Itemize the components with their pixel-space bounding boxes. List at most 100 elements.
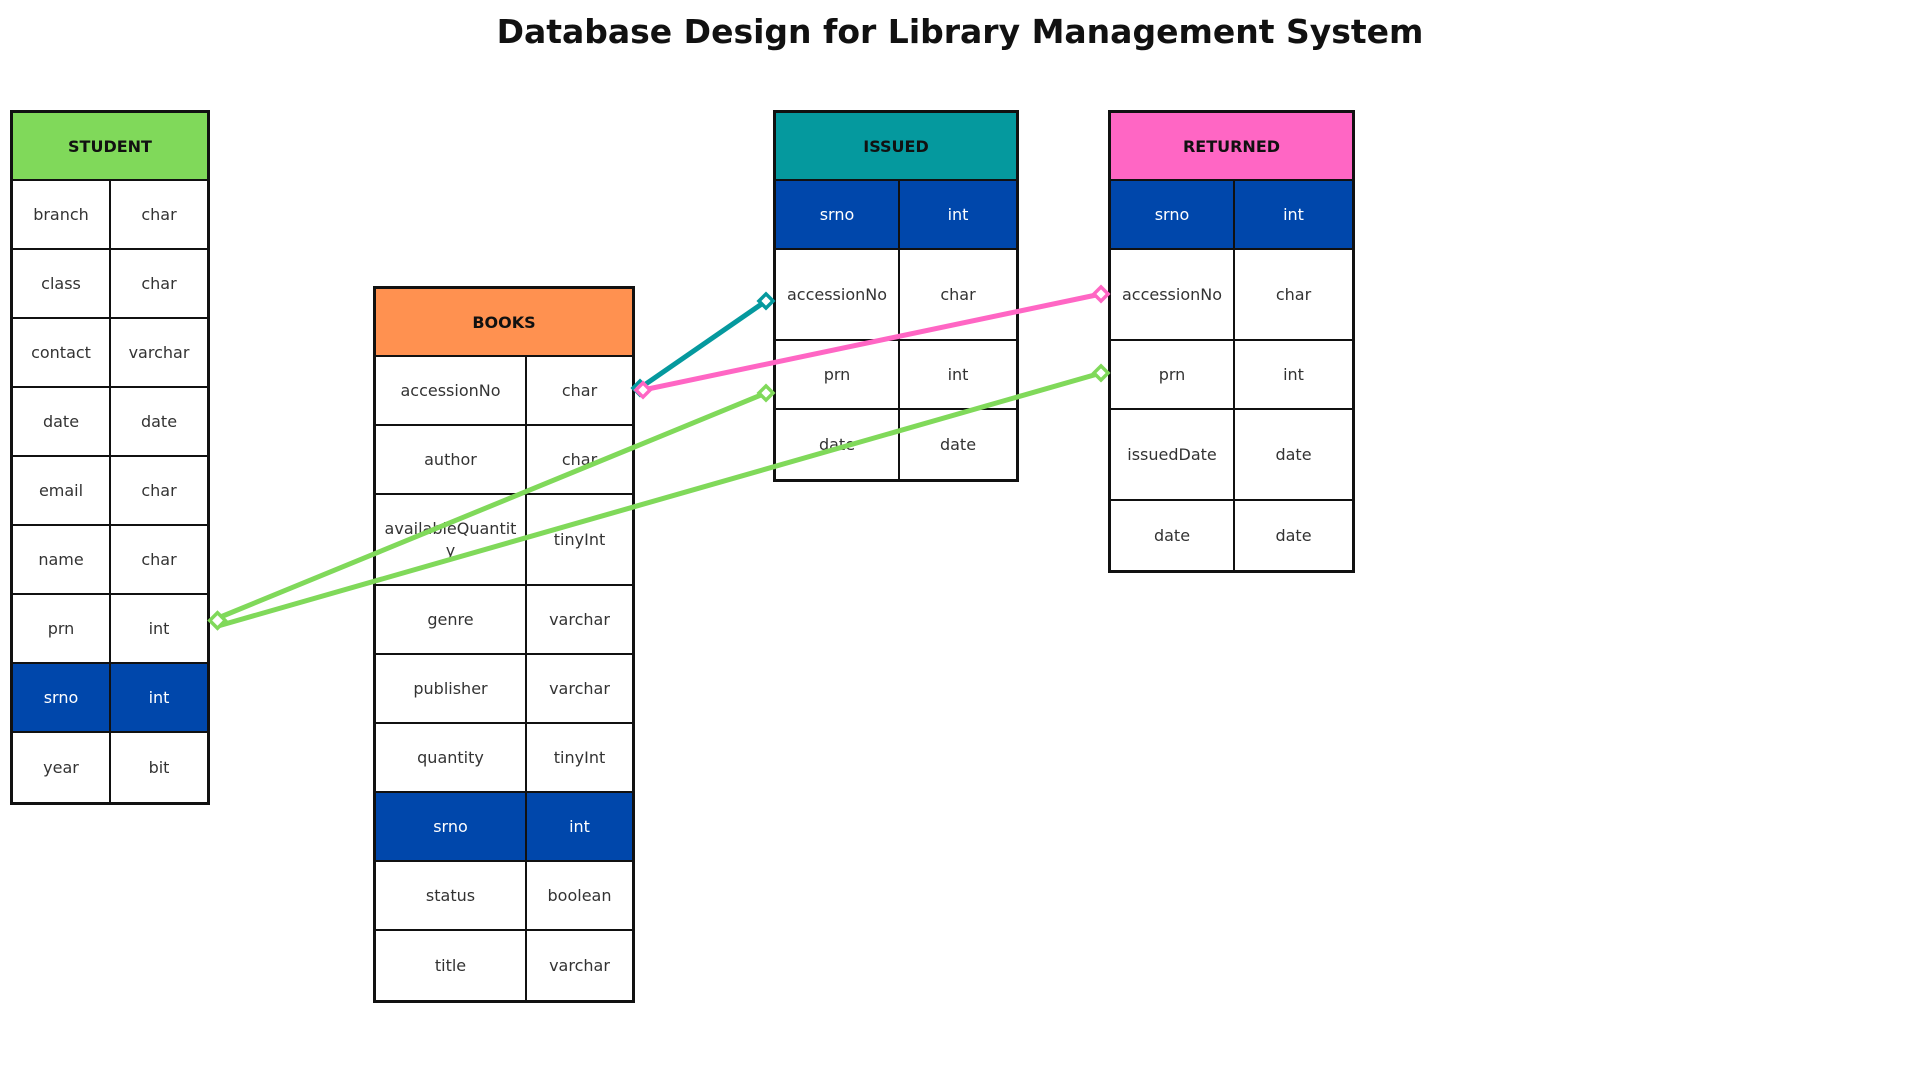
connector-endpoint-icon (207, 610, 228, 631)
field-name: prn (776, 341, 900, 408)
connector-endpoint-icon (1091, 363, 1111, 383)
table-row[interactable]: class char (13, 250, 207, 319)
field-type: date (140, 411, 178, 431)
field-name: issuedDate (1111, 410, 1235, 499)
field-name: branch (13, 181, 111, 248)
primary-key-row[interactable]: srno int (376, 793, 632, 862)
primary-key-row[interactable]: srno int (1111, 181, 1352, 250)
field-name: accessionNo (376, 357, 527, 424)
books-table-name: BOOKS (472, 312, 536, 332)
field-name: srno (376, 793, 527, 860)
field-name: class (13, 250, 111, 317)
connector-endpoint-icon (630, 378, 650, 398)
field-name: genre (376, 586, 527, 653)
table-row[interactable]: accessionNo char (1111, 250, 1352, 341)
field-type: tinyInt (553, 747, 606, 767)
student-table[interactable]: STUDENT branch char class char contact varc… (10, 110, 210, 805)
field-name: contact (13, 319, 111, 386)
field-name: date (776, 410, 900, 479)
field-type: char (141, 273, 177, 293)
issued-table-name: ISSUED (863, 136, 929, 156)
table-row[interactable]: year bit (13, 733, 207, 802)
field-type: boolean (547, 885, 612, 905)
table-row[interactable]: quantity tinyInt (376, 724, 632, 793)
table-row[interactable]: issuedDate date (1111, 410, 1352, 501)
table-row[interactable]: author char (376, 426, 632, 495)
field-type: date (1275, 525, 1312, 545)
primary-key-row[interactable]: srno int (776, 181, 1016, 250)
field-name: srno (1111, 181, 1235, 248)
field-name: date (1111, 501, 1235, 570)
field-name: prn (1111, 341, 1235, 408)
student-table-name: STUDENT (68, 136, 152, 156)
table-row[interactable]: publisher varchar (376, 655, 632, 724)
connector-endpoint-icon (633, 380, 653, 400)
field-name: quantity (376, 724, 527, 791)
field-type: varchar (128, 342, 190, 362)
field-name: prn (13, 595, 111, 662)
field-type: varchar (549, 609, 610, 629)
field-type: int (1283, 364, 1304, 384)
diagram-title: Database Design for Library Management S… (496, 12, 1424, 51)
student-table-header: STUDENT (13, 113, 207, 181)
field-type: varchar (549, 678, 610, 698)
field-type: int (947, 204, 969, 224)
connector-endpoint-icon (756, 383, 776, 403)
field-type: int (148, 687, 170, 707)
field-name: srno (776, 181, 900, 248)
connector-endpoint-icon (1091, 284, 1111, 304)
table-row[interactable]: name char (13, 526, 207, 595)
table-row[interactable]: date date (13, 388, 207, 457)
field-type: tinyInt (553, 529, 606, 549)
field-name: srno (13, 664, 111, 731)
connector-endpoint-icon (756, 291, 776, 311)
field-type: char (1275, 284, 1312, 304)
field-name: publisher (376, 655, 527, 722)
relationship-books-issued-accession[interactable] (630, 291, 776, 398)
returned-table-name: RETURNED (1182, 136, 1281, 156)
books-table-header: BOOKS (376, 289, 632, 357)
table-row[interactable]: date date (1111, 501, 1352, 570)
field-name: availableQuantity (376, 495, 527, 584)
field-name: name (13, 526, 111, 593)
table-row[interactable]: genre varchar (376, 586, 632, 655)
table-row[interactable]: branch char (13, 181, 207, 250)
issued-table-header: ISSUED (776, 113, 1016, 181)
field-type: char (940, 284, 976, 304)
field-type: date (939, 434, 977, 454)
field-type: date (1275, 444, 1312, 464)
field-type: int (1283, 204, 1304, 224)
field-name: accessionNo (776, 250, 900, 339)
field-name: year (13, 733, 111, 802)
table-row[interactable]: accessionNo char (776, 250, 1016, 341)
field-name: email (13, 457, 111, 524)
field-type: int (947, 364, 969, 384)
field-type: char (141, 549, 177, 569)
table-row[interactable]: prn int (776, 341, 1016, 410)
field-name: author (376, 426, 527, 493)
field-type: char (141, 480, 177, 500)
field-type: char (561, 449, 598, 469)
table-row[interactable]: prn int (1111, 341, 1352, 410)
table-row[interactable]: prn int (13, 595, 207, 664)
table-row[interactable]: status boolean (376, 862, 632, 931)
table-row[interactable]: email char (13, 457, 207, 526)
issued-table[interactable]: ISSUED srno int accessionNo char prn int da… (773, 110, 1019, 482)
table-row[interactable]: availableQuantity tinyInt (376, 495, 632, 586)
primary-key-row[interactable]: srno int (13, 664, 207, 733)
field-type: bit (148, 757, 170, 777)
field-name: date (13, 388, 111, 455)
field-name: title (376, 931, 527, 1000)
field-name: status (376, 862, 527, 929)
field-name: accessionNo (1111, 250, 1235, 339)
table-row[interactable]: date date (776, 410, 1016, 479)
field-type: char (141, 204, 177, 224)
returned-table-header: RETURNED (1111, 113, 1352, 181)
field-type: int (148, 618, 170, 638)
field-type: int (569, 816, 590, 836)
table-row[interactable]: contact varchar (13, 319, 207, 388)
